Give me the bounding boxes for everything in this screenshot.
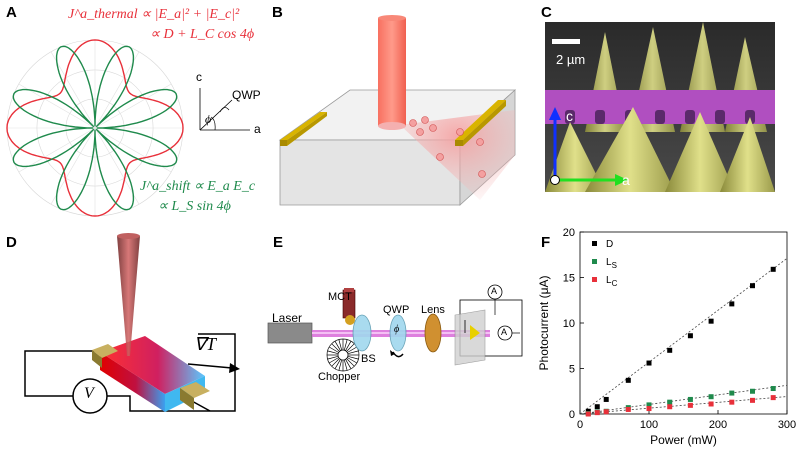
- x-tick-label: 100: [640, 419, 658, 431]
- point-l-c: [646, 406, 652, 412]
- point-d: [667, 347, 673, 353]
- point-l-s: [729, 390, 735, 396]
- shift-equation-1: J^a_shift ∝ E_a E_c: [140, 179, 256, 194]
- x-tick-label: 200: [709, 419, 727, 431]
- point-l-s: [708, 394, 714, 400]
- chopper-wheel: [326, 338, 360, 372]
- sem-axis-c: c: [566, 108, 573, 124]
- point-l-c: [750, 397, 755, 403]
- axes-schematic: [199, 88, 250, 131]
- legend-marker: [592, 259, 597, 264]
- axis-c-label: c: [196, 70, 202, 84]
- axis-ticks: 0 100 200 300 0 5 10 15 20: [563, 227, 796, 431]
- phi-label: ϕ: [205, 112, 212, 126]
- point-d: [603, 396, 609, 402]
- panel-label-f: F: [541, 234, 551, 251]
- point-l-s: [750, 388, 755, 394]
- ammeter-label-1: A: [491, 286, 498, 296]
- y-axis-label: Photocurrent (μA): [537, 276, 551, 371]
- panel-label-a: A: [6, 4, 17, 21]
- point-d: [750, 283, 755, 289]
- voltmeter-label: V: [84, 385, 94, 402]
- shift-equation-2: ∝ L_S sin 4ϕ: [158, 199, 231, 214]
- legend-marker: [592, 241, 597, 246]
- x-tick-label: 0: [577, 419, 583, 431]
- sem-axis-a: a: [622, 172, 630, 188]
- point-l-c: [625, 406, 631, 412]
- mct-label: MCT: [328, 291, 352, 303]
- y-tick-label: 0: [569, 409, 575, 421]
- thermal-equation-1: J^a_thermal ∝ |E_a|² + |E_c|²: [68, 7, 240, 22]
- point-l-s: [667, 399, 673, 405]
- sem-image: [545, 22, 775, 192]
- legend-label: LS: [606, 257, 617, 270]
- photocurrent-chart: 0 100 200 300 0 5 10 15 20 D LS LC Power (mW) Phot…: [537, 227, 796, 447]
- qwp-label: QWP: [232, 88, 261, 102]
- y-tick-label: 20: [563, 227, 575, 239]
- fit-line-l-s: [579, 384, 788, 415]
- device-schematic-b: [278, 15, 517, 206]
- thermal-curve: [6, 39, 184, 217]
- axis-a-label: a: [254, 122, 261, 136]
- legend-label: D: [606, 239, 613, 250]
- laser-label: Laser: [272, 311, 303, 325]
- panel-label-d: D: [6, 234, 17, 251]
- point-l-c: [594, 410, 600, 416]
- panel-label-e: E: [273, 234, 284, 251]
- point-l-c: [770, 395, 776, 401]
- fit-line-d: [579, 258, 788, 415]
- point-d: [687, 333, 693, 339]
- point-l-c: [729, 399, 735, 405]
- point-l-c: [585, 411, 591, 417]
- optical-setup-e: [267, 284, 523, 372]
- point-l-s: [646, 402, 652, 408]
- point-l-c: [708, 401, 714, 407]
- point-d: [594, 404, 600, 410]
- chopper-label: Chopper: [318, 371, 361, 383]
- legend-label: LC: [606, 275, 618, 288]
- fit-line-l-c: [579, 396, 788, 415]
- panel-label-b: B: [272, 4, 283, 21]
- ammeter-label-2: A: [501, 327, 508, 337]
- thermal-equation-2: ∝ D + L_C cos 4ϕ: [150, 27, 255, 42]
- qwp-phi-label: ϕ: [394, 324, 400, 335]
- data-points: [585, 266, 776, 417]
- x-axis-label: Power (mW): [650, 433, 717, 447]
- thermal-device-d: [24, 233, 240, 414]
- y-tick-label: 10: [563, 318, 575, 330]
- point-l-c: [687, 402, 693, 408]
- qwp-setup-label: QWP: [383, 304, 410, 316]
- point-l-c: [603, 409, 609, 415]
- y-tick-label: 15: [563, 273, 575, 285]
- point-l-s: [770, 386, 776, 392]
- point-l-c: [667, 404, 673, 410]
- panel-label-c: C: [541, 4, 552, 21]
- bs-label: BS: [361, 353, 376, 365]
- gradient-label: ∇T: [194, 334, 217, 354]
- legend: D LS LC: [592, 239, 618, 288]
- shift-curve: [12, 45, 178, 211]
- polar-plot: [6, 39, 250, 217]
- y-tick-label: 5: [569, 364, 575, 376]
- point-d: [625, 377, 631, 383]
- point-d: [646, 360, 652, 366]
- point-l-s: [687, 396, 693, 402]
- lens-label: Lens: [421, 304, 445, 316]
- point-d: [708, 318, 714, 324]
- x-tick-label: 300: [778, 419, 796, 431]
- point-d: [770, 266, 776, 272]
- legend-marker: [592, 277, 597, 282]
- point-d: [729, 301, 735, 307]
- scale-bar-label: 2 µm: [556, 52, 586, 67]
